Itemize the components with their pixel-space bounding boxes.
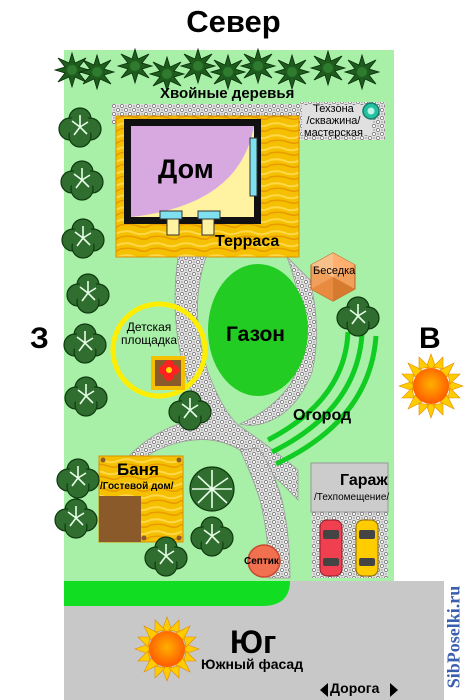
tech-zone-label-bg: [302, 105, 372, 135]
gazebo: [310, 252, 356, 302]
label-south-facade: Южный фасад: [201, 656, 304, 672]
playground-ring: [110, 301, 208, 399]
label-terrace: Терраса: [215, 233, 280, 250]
south-hedge: [64, 581, 290, 606]
label-lawn: Газон: [226, 323, 285, 346]
label-gazebo: Беседка: [313, 265, 356, 277]
label-east: В: [419, 322, 441, 355]
garden-path-south: [239, 447, 291, 579]
label-house: Дом: [158, 154, 214, 184]
label-tech-zone: Техзона /скважина/ мастерская: [304, 103, 363, 139]
label-road: Дорога: [330, 680, 380, 696]
label-garage: Гараж: [340, 472, 388, 489]
label-conifers: Хвойные деревья: [160, 85, 295, 102]
label-west: З: [30, 322, 49, 355]
sun-south-icon: [134, 616, 200, 682]
label-south: Юг: [230, 624, 277, 660]
car-red-icon: [319, 519, 343, 577]
lawn-area: [208, 264, 308, 396]
car-yellow-icon: [355, 519, 379, 577]
house-building: [124, 119, 261, 236]
vegetable-garden: [266, 331, 379, 467]
label-playground: Детская площадка: [121, 320, 178, 347]
label-bathhouse: Баня: [117, 460, 159, 479]
label-guest-house: /Гостевой дом/: [100, 481, 174, 492]
septic-tank: [247, 544, 281, 578]
bathhouse-building: [98, 455, 184, 543]
garden-path: [129, 256, 299, 502]
road-east: [394, 581, 444, 700]
road-arrow-right-icon: [390, 683, 398, 697]
label-tech-room: /Техпомещение/: [314, 492, 390, 503]
sun-east-icon: [398, 353, 464, 419]
garage-building: [310, 462, 389, 513]
label-north: Север: [186, 4, 281, 39]
label-septic: Септик: [244, 556, 279, 567]
flower-icon: [159, 360, 179, 381]
ornamental-tree: [189, 466, 235, 512]
road-arrow-left-icon: [320, 683, 328, 697]
label-garden: Огород: [293, 407, 352, 424]
